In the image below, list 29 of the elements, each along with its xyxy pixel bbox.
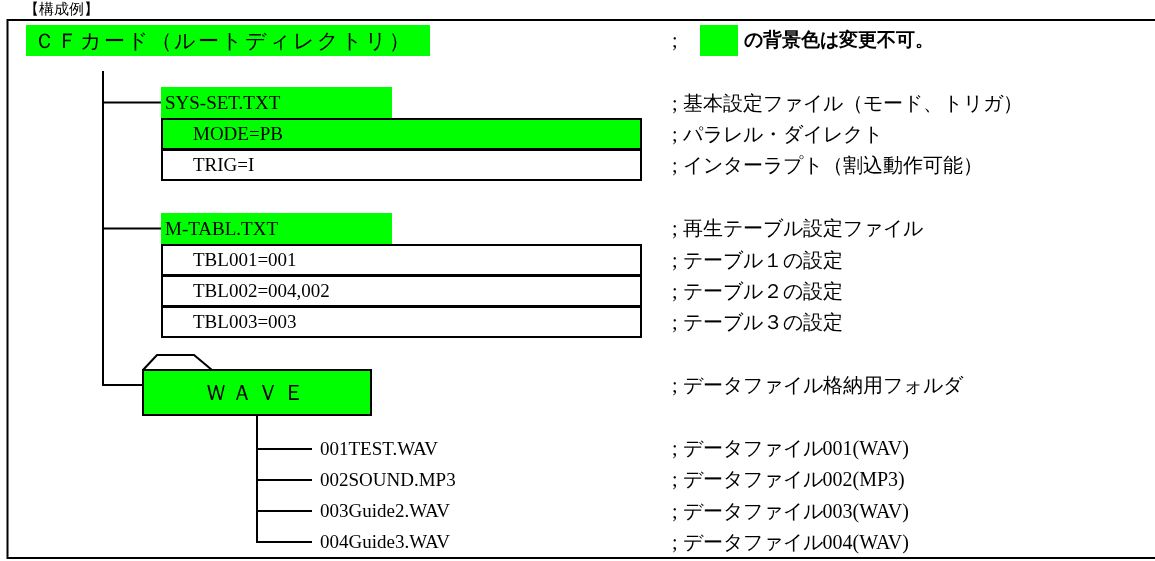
legend-text: の背景色は変更不可。 [744,28,934,52]
table-row: TBL003=003 [161,306,642,338]
comment-text: ; インターラプト（割込動作可能） [672,153,983,177]
comment-text: ; データファイル格納用フォルダ [672,373,963,397]
tree-line [256,415,313,543]
tree-line [102,70,143,386]
table-row: TBL001=001 [161,244,642,276]
comment-text: ; データファイル004(WAV) [672,530,909,554]
file-label: SYS-SET.TXT [161,87,392,118]
comment-text: ; 基本設定ファイル（モード、トリガ） [672,91,1023,115]
comment-text: ; データファイル002(MP3) [672,467,905,491]
comment-text: ; データファイル001(WAV) [672,436,909,460]
comment-text: ; 再生テーブル設定ファイル [672,216,923,240]
table-row: MODE=PB [161,118,642,150]
file-name: 001TEST.WAV [312,436,472,462]
file-name: 003Guide2.WAV [312,498,472,524]
comment-text: ; テーブル２の設定 [672,279,843,303]
folder-box: ＷＡＶＥ [142,354,372,416]
comment-text: ; テーブル１の設定 [672,248,843,272]
file-label: M-TABL.TXT [161,213,392,244]
table-row: TRIG=I [161,149,642,181]
comment-text: ; テーブル３の設定 [672,310,843,334]
comment-text: ; パラレル・ダイレクト [672,122,883,146]
table-row: TBL002=004,002 [161,275,642,307]
semicolon-text: ; [672,28,678,52]
file-name: 004Guide3.WAV [312,529,472,555]
root-label: ＣＦカード（ルートディレクトリ） [26,25,430,56]
file-name: 002SOUND.MP3 [312,467,472,493]
comment-text: ; データファイル003(WAV) [672,499,909,523]
